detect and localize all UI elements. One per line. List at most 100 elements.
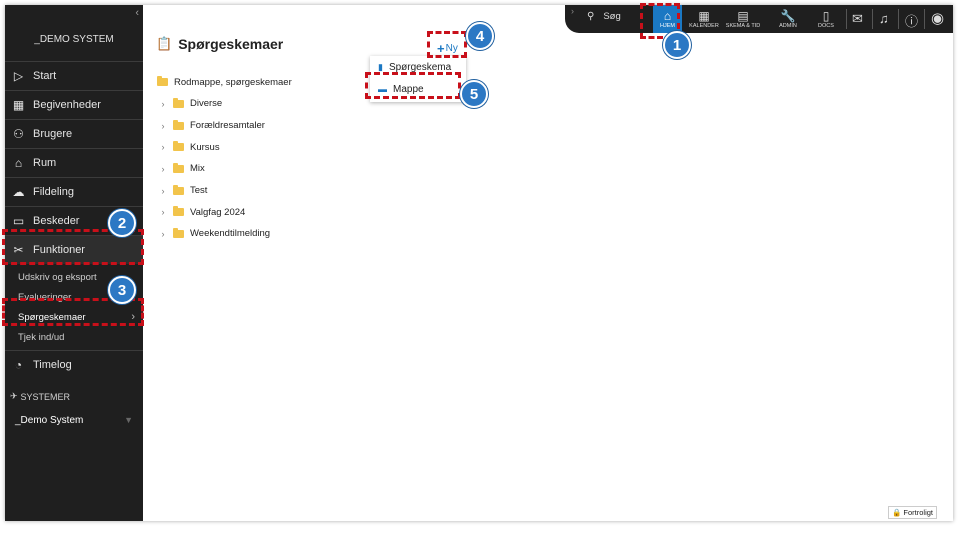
home-label: HJEM [660,22,675,29]
bell-icon[interactable]: ♫ [879,11,889,26]
caret-down-icon: ▼ [124,415,133,425]
tree-folder-valgfag[interactable]: › Valgfag 2024 [157,201,292,223]
tree-folder-kursus[interactable]: › Kursus [157,136,292,158]
sidebar-item-begivenheder[interactable]: ▦ Begivenheder [5,90,143,119]
sidebar-item-label: Funktioner [33,244,85,256]
sidebar-item-start[interactable]: ▷ Start [5,61,143,90]
calendar-icon: ▦ [698,8,710,23]
users-icon: ⚇ [13,127,24,141]
step-badge-3: 3 [108,276,136,304]
sidebar-item-label: Brugere [33,128,73,140]
sidebar-item-timelog[interactable]: ◔ Timelog [5,350,143,379]
tree-folder-test[interactable]: › Test [157,180,292,202]
sidebar-item-label: Fildeling [33,186,74,198]
tree-folder-weekendtilmelding[interactable]: › Weekendtilmelding [157,223,292,245]
folder-label: Kursus [190,141,220,153]
docs-button[interactable]: ▯ DOCS [815,5,837,33]
tree-folder-foraeldresamtaler[interactable]: › Forældresamtaler [157,115,292,137]
tree-folder-mix[interactable]: › Mix [157,158,292,180]
tree-folder-diverse[interactable]: › Diverse [157,93,292,115]
admin-button[interactable]: 🔧 ADMIN [775,5,801,33]
clipboard-icon: ▮ [378,61,383,72]
highlight-funktioner [2,229,144,265]
mail-icon[interactable]: ✉ [852,11,863,26]
subitem-udskriv[interactable]: Udskriv og eksport [5,267,143,287]
lock-icon: 🔒 [891,508,902,517]
collapse-sidebar-icon[interactable]: ‹ [135,7,139,19]
menu-item-label: Spørgeskema [388,61,452,73]
schedule-button[interactable]: ▤ SKEMA & TID [723,5,763,33]
search-label: Søg [603,11,621,22]
system-select[interactable]: _Demo System ▼ [15,415,133,426]
subitem-spoergeskemaer[interactable]: Spørgeskemaer › [5,307,143,327]
highlight-new [427,31,467,58]
sidebar-item-beskeder[interactable]: ▭ Beskeder [5,206,143,235]
admin-label: ADMIN [779,22,797,29]
root-folder[interactable]: Rodmappe, spørgeskemaer [157,71,292,93]
subitem-label: Evalueringer [18,291,72,303]
subitem-tjek-ind-ud[interactable]: Tjek ind/ud [5,327,143,347]
sidebar-nav: ▷ Start ▦ Begivenheder ⚇ Brugere ⌂ Rum ☁… [5,61,143,379]
chevron-right-icon[interactable]: › [161,228,165,239]
systems-heading-label: SYSTEMER [20,391,71,402]
folder-label: Mix [190,163,205,175]
divider [898,9,899,29]
chevron-right-icon[interactable]: › [161,185,165,196]
folder-icon [173,227,184,238]
highlight-mappe [365,72,461,99]
calendar-icon: ▦ [12,98,25,112]
top-bar: › ⚲ Søg ⌂ HJEM ▦ KALENDER ▤ SKEMA & TID … [565,5,953,33]
subitem-label: Tjek ind/ud [18,331,65,343]
chevron-right-icon[interactable]: › [161,207,165,218]
chevron-right-icon[interactable]: › [161,98,165,109]
cloud-icon: ☁ [12,185,25,199]
sidebar-item-label: Beskeder [33,215,80,227]
search-icon: ⚲ [587,11,595,22]
subitem-evalueringer[interactable]: Evalueringer [5,287,143,307]
rooms-icon: ⌂ [14,156,23,170]
document-icon: ▯ [822,8,830,23]
folder-icon [173,184,184,195]
sidebar-item-rum[interactable]: ⌂ Rum [5,148,143,177]
folder-icon [173,141,184,152]
sidebar-item-brugere[interactable]: ⚇ Brugere [5,119,143,148]
menu-item-mappe[interactable]: ▬ Mappe [370,78,466,100]
play-icon: ▷ [13,69,24,83]
folder-tree: Rodmappe, spørgeskemaer › Diverse › Foræ… [157,71,292,245]
calendar-button[interactable]: ▦ KALENDER [687,5,721,33]
help-icon[interactable]: ⓘ [905,14,919,29]
search-button[interactable]: ⚲ Søg [587,11,621,22]
sidebar-item-fildeling[interactable]: ☁ Fildeling [5,177,143,206]
system-title: _DEMO SYSTEM [34,34,114,45]
docs-label: DOCS [818,22,834,29]
user-avatar-icon[interactable]: ◉ [931,10,945,27]
folder-label: Test [190,185,208,197]
chevron-right-icon: › [131,311,135,323]
chevron-right-icon[interactable]: › [161,142,165,153]
home-icon: ⌂ [663,8,672,23]
rocket-icon: ✈ [10,391,18,401]
folder-label: Valgfag 2024 [190,206,246,218]
step-badge-5: 5 [460,80,488,108]
divider [872,9,873,29]
systems-heading: ✈ SYSTEMER [10,391,70,402]
divider [846,9,847,29]
sidebar-item-label: Begivenheder [33,99,101,111]
folder-label: Diverse [190,98,223,110]
folder-icon [173,119,184,130]
schedule-label: SKEMA & TID [725,22,761,29]
folder-icon [157,76,168,86]
plus-icon: + [437,41,445,56]
sidebar-item-label: Rum [33,157,57,169]
sidebar-item-label: Start [33,70,57,82]
highlight-spoergeskemaer [2,298,144,326]
chevron-right-icon[interactable]: › [161,120,165,131]
folder-icon [173,162,184,173]
new-button[interactable]: + Ny [437,41,458,56]
schedule-icon: ▤ [737,8,749,23]
sidebar-item-funktioner[interactable]: ✂ Funktioner [5,235,143,264]
highlight-home [640,3,680,39]
menu-item-spoergeskema[interactable]: ▮ Spørgeskema [370,56,466,78]
chevron-right-icon[interactable]: › [571,6,574,16]
chevron-right-icon[interactable]: › [161,163,165,174]
